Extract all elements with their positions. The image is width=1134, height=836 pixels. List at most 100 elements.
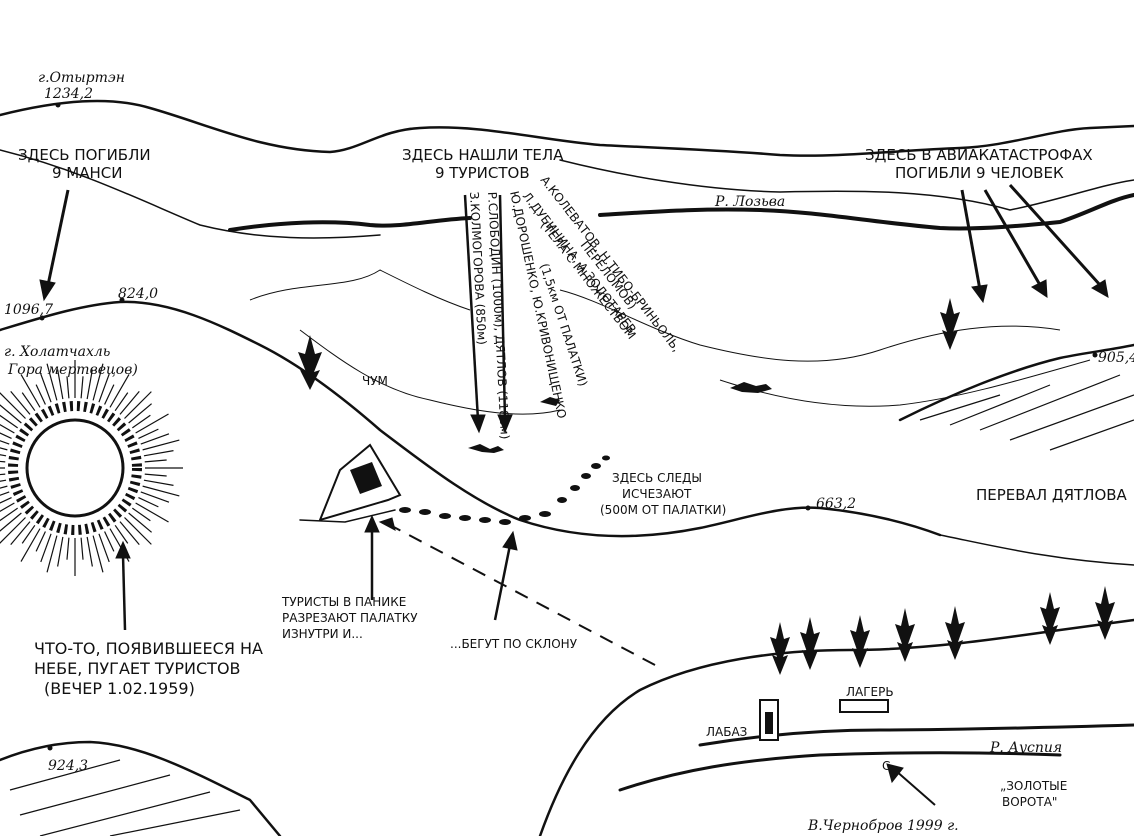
panic-label-line3: ИЗНУТРИ И...	[282, 627, 363, 641]
river-lozva-label: Р. Лозьва	[714, 194, 785, 210]
tent-icon	[299, 443, 402, 523]
sun-ray	[104, 531, 115, 552]
sun-ray	[131, 414, 151, 429]
sun-ray	[40, 533, 52, 563]
sun-ray	[0, 414, 19, 429]
labaz-label: ЛАБАЗ	[706, 725, 747, 739]
sun-ray	[0, 512, 22, 532]
kholat-slope	[0, 300, 1134, 566]
sun-ray	[124, 517, 152, 545]
sun-ray	[0, 479, 7, 482]
sun-ray	[143, 479, 174, 486]
sun-ray	[40, 373, 52, 403]
sun-ray	[144, 459, 167, 463]
sun-ray	[0, 507, 19, 522]
forest-hatching	[249, 269, 1091, 415]
run-label: ...БЕГУТ ПО СКЛОНУ	[450, 637, 578, 651]
kholat-label-line2: Гора мертвецов)	[7, 362, 138, 378]
sun-ray	[10, 521, 31, 545]
sun-ray	[35, 384, 46, 405]
sun-ray	[0, 502, 15, 512]
sun-ray	[0, 392, 26, 419]
sky-label-line1: ЧТО-ТО, ПОЯВИВШЕЕСЯ НА	[34, 639, 263, 658]
sun-ray	[128, 403, 152, 424]
sun-ray	[46, 535, 58, 573]
sun-ray	[135, 502, 169, 523]
author-signature: В.Чернобров 1999 г.	[807, 818, 959, 834]
sun-ray	[0, 497, 12, 504]
altitude-1096-label: 1096,7	[4, 302, 53, 318]
sun-ray	[66, 376, 70, 399]
sun-ray	[119, 521, 140, 545]
mansi-label-line1: ЗДЕСЬ ПОГИБЛИ	[18, 146, 151, 164]
north-indicator-label: С	[882, 759, 890, 773]
sun-ray	[138, 497, 159, 508]
sun-ray	[86, 369, 93, 400]
kholat-label-line1: г. Холатчахль	[4, 344, 110, 360]
sky-label-line2: НЕБЕ, ПУГАЕТ ТУРИСТОВ	[34, 659, 241, 678]
sky-label-line3: (ВЕЧЕР 1.02.1959)	[44, 679, 195, 698]
body-marks	[468, 382, 772, 453]
sun-ray	[0, 404, 22, 424]
elevation-points	[39, 102, 1098, 751]
sun-ray	[0, 460, 6, 463]
sun-ray	[0, 424, 15, 434]
sun-ray	[0, 432, 12, 439]
sun-ray	[142, 485, 180, 497]
sun-ray	[98, 533, 110, 563]
sun-ray	[0, 491, 10, 496]
river-lozva	[228, 193, 1134, 232]
peak-otirten-altitude: 1234,2	[44, 86, 93, 102]
sun-ray	[35, 531, 46, 552]
hill-905	[898, 343, 1134, 451]
chum-label: ЧУМ	[362, 374, 388, 388]
sun-ray	[0, 485, 8, 489]
sun-ray	[0, 473, 6, 476]
bodies-label-line1: ЗДЕСЬ НАШЛИ ТЕЛА	[402, 146, 564, 164]
footprints	[399, 455, 610, 525]
panic-label-line2: РАЗРЕЗАЮТ ПАЛАТКУ	[282, 611, 418, 625]
peak-otirten-label: г.Отыртэн	[38, 70, 125, 86]
sun-ray	[135, 413, 169, 434]
sun-ray	[21, 524, 36, 544]
sun-ray	[86, 536, 93, 567]
golden-gates-line2: ВОРОТА"	[1002, 795, 1057, 809]
sun-ray	[80, 537, 84, 560]
sun-ray	[0, 454, 7, 457]
aviation-label-line2: ПОГИБЛИ 9 ЧЕЛОВЕК	[895, 164, 1064, 182]
sun-ray	[119, 391, 140, 415]
altitude-663-label: 663,2	[816, 496, 856, 512]
sun-ray	[131, 507, 151, 522]
bodies-label-line2: 9 ТУРИСТОВ	[435, 164, 530, 182]
river-auspiya-label: Р. Ауспия	[989, 740, 1062, 756]
map-labels: г.Отыртэн 1234,2 ЗДЕСЬ ПОГИБЛИ 9 МАНСИ З…	[4, 70, 1134, 834]
sun-ray	[57, 536, 64, 567]
sun-ray	[21, 392, 36, 412]
sun-ray	[0, 447, 8, 451]
labaz-icon	[759, 699, 889, 741]
mountain-ridges	[0, 99, 1134, 239]
altitude-905-label: 905,4	[1098, 350, 1134, 366]
sun-ray	[20, 528, 41, 562]
sky-object-icon	[0, 360, 183, 576]
sun-ray	[142, 439, 180, 451]
sun-ray	[46, 363, 58, 401]
sun-ray	[124, 391, 152, 419]
mansi-label-line2: 9 МАНСИ	[52, 164, 123, 182]
sun-ray	[92, 535, 104, 573]
altitude-924-label: 924,3	[48, 758, 88, 774]
sun-ray	[0, 517, 26, 544]
sun-ray	[143, 450, 174, 457]
pointer-arrows	[39, 183, 1109, 806]
conifer-trees	[298, 298, 1115, 675]
sun-ray	[138, 428, 159, 439]
sun-ray	[20, 374, 41, 408]
sun-ray	[114, 392, 129, 412]
sun-ray	[104, 384, 115, 405]
tracks-end-line3: (500М ОТ ПАЛАТКИ)	[600, 503, 726, 517]
camp-label: ЛАГЕРЬ	[846, 685, 894, 699]
sun-ray	[144, 473, 167, 477]
sun-ray	[114, 524, 129, 544]
names-slobodin-dyatlov: Р.СЛОБОДИН (1000м), ДЯТЛОВ (1180м)	[485, 191, 512, 439]
